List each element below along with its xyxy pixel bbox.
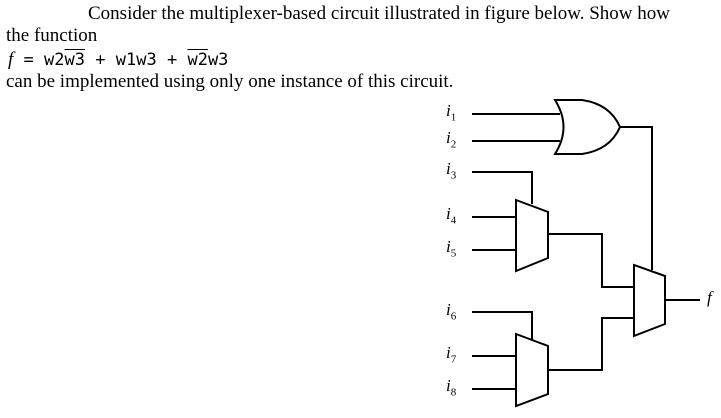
input-label-i7: i7 xyxy=(446,343,457,366)
mux-2 xyxy=(515,332,549,408)
mux-final xyxy=(633,263,666,338)
or-gate xyxy=(553,99,622,155)
input-label-i5: i5 xyxy=(446,237,457,260)
wire-mux1-output xyxy=(548,233,634,288)
wire-or-output xyxy=(620,126,653,270)
wire-i3 xyxy=(472,171,533,204)
mux-1 xyxy=(515,198,549,273)
problem-line-2: the function xyxy=(6,25,98,46)
input-label-i3: i3 xyxy=(446,159,457,182)
input-label-i4: i4 xyxy=(446,204,457,227)
formula-term2: w1w3 xyxy=(115,50,157,70)
formula-equals: = xyxy=(23,50,34,70)
wire-i6 xyxy=(472,311,533,340)
formula-lhs: f xyxy=(8,49,14,70)
formula-plus-2: + xyxy=(166,50,178,70)
wire-mux2-output xyxy=(548,317,634,371)
input-label-i2: i2 xyxy=(446,128,457,151)
formula-term3-a: w2 xyxy=(187,50,208,70)
output-label-f: f xyxy=(707,288,712,307)
problem-line-4: can be implemented using only one instan… xyxy=(6,71,454,92)
problem-line-1: Consider the multiplexer-based circuit i… xyxy=(88,3,670,24)
formula-term1-b: w3 xyxy=(64,50,85,70)
function-formula: f = w2w3 + w1w3 + w2w3 xyxy=(8,49,228,71)
input-label-i8: i8 xyxy=(446,376,457,399)
formula-plus-1: + xyxy=(95,50,106,70)
input-label-i6: i6 xyxy=(446,300,457,323)
formula-term1-a: w2 xyxy=(44,50,65,70)
input-label-i1: i1 xyxy=(446,101,457,124)
formula-term3-b: w3 xyxy=(207,50,229,70)
